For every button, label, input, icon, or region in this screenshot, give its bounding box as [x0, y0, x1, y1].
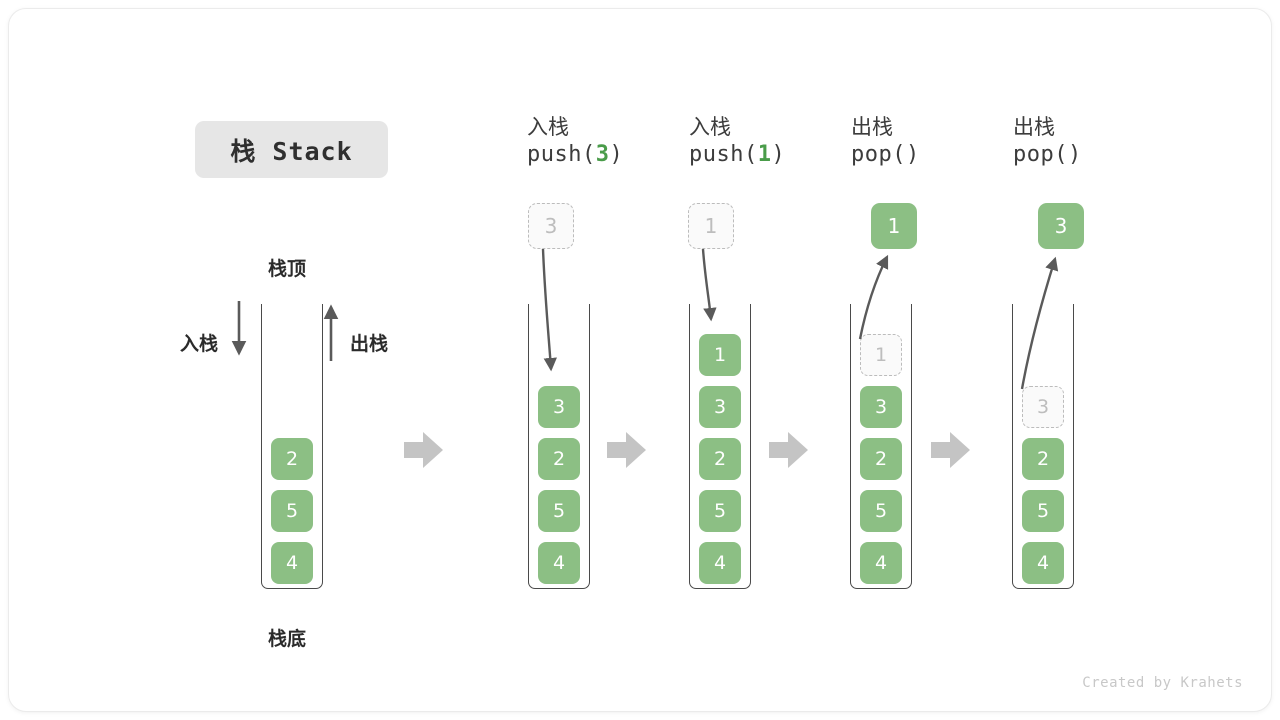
stack-items-pop-3: 3 2 5 4 — [1018, 386, 1068, 584]
attribution-footer: Created by Krahets — [1082, 675, 1243, 691]
stack-cell: 4 — [271, 542, 313, 584]
stack-cell: 2 — [860, 438, 902, 480]
removed-stack-cell: 3 — [1022, 386, 1064, 428]
stack-cell: 4 — [699, 542, 741, 584]
stack-cell: 2 — [271, 438, 313, 480]
pending-push-value: 3 — [528, 203, 574, 249]
step-caption-code: pop() — [1013, 140, 1183, 170]
stack-cell: 3 — [860, 386, 902, 428]
stack-items-push-1: 1 3 2 5 4 — [695, 334, 745, 584]
code-arg: 1 — [757, 142, 772, 167]
separator-arrow-icon — [404, 432, 443, 468]
stack-cell: 1 — [699, 334, 741, 376]
stack-cell: 2 — [1022, 438, 1064, 480]
page-title: 栈 Stack — [195, 121, 388, 178]
tube-wall — [1012, 304, 1074, 589]
diagram-card: 栈 Stack 栈顶 入栈 出栈 2 5 4 栈底 入栈 push(3) 3 3… — [8, 8, 1272, 712]
tube-wall — [689, 304, 751, 589]
stack-tube-initial: 2 5 4 — [261, 304, 323, 589]
stack-cell: 2 — [538, 438, 580, 480]
code-prefix: pop( — [1013, 142, 1068, 167]
separator-arrow-icon — [769, 432, 808, 468]
stack-items-initial: 2 5 4 — [267, 438, 317, 584]
stack-tube-pop-3: 3 2 5 4 — [1012, 304, 1074, 589]
step-caption-push-3: 入栈 push(3) — [527, 114, 697, 170]
stack-cell: 3 — [538, 386, 580, 428]
tube-wall — [850, 304, 912, 589]
code-suffix: ) — [905, 142, 920, 167]
stack-cell: 3 — [699, 386, 741, 428]
stack-top-label: 栈顶 — [268, 258, 307, 280]
code-prefix: push( — [527, 142, 596, 167]
tube-wall — [528, 304, 590, 589]
stack-cell: 4 — [1022, 542, 1064, 584]
stack-items-pop-1: 1 3 2 5 4 — [856, 334, 906, 584]
step-caption-pop-3: 出栈 pop() — [1013, 114, 1183, 170]
stack-cell: 5 — [271, 490, 313, 532]
tube-wall — [261, 304, 323, 589]
popped-value: 3 — [1038, 203, 1084, 249]
step-caption-cn: 出栈 — [1013, 115, 1055, 139]
push-direction-label: 入栈 — [180, 333, 219, 355]
step-caption-cn: 出栈 — [851, 115, 893, 139]
step-caption-cn: 入栈 — [527, 115, 569, 139]
pending-push-value: 1 — [688, 203, 734, 249]
stack-tube-push-1: 1 3 2 5 4 — [689, 304, 751, 589]
step-caption-code: push(1) — [689, 140, 859, 170]
code-prefix: pop( — [851, 142, 906, 167]
step-caption-code: pop() — [851, 140, 1021, 170]
stack-cell: 5 — [538, 490, 580, 532]
stack-cell: 5 — [860, 490, 902, 532]
separator-arrow-icon — [607, 432, 646, 468]
stack-cell: 4 — [538, 542, 580, 584]
stack-tube-push-3: 3 2 5 4 — [528, 304, 590, 589]
code-suffix: ) — [1067, 142, 1082, 167]
step-caption-cn: 入栈 — [689, 115, 731, 139]
step-caption-push-1: 入栈 push(1) — [689, 114, 859, 170]
separator-arrow-icon — [931, 432, 970, 468]
popped-value: 1 — [871, 203, 917, 249]
step-caption-code: push(3) — [527, 140, 697, 170]
code-suffix: ) — [609, 142, 624, 167]
code-prefix: push( — [689, 142, 758, 167]
stack-cell: 2 — [699, 438, 741, 480]
code-arg: 3 — [595, 142, 610, 167]
removed-stack-cell: 1 — [860, 334, 902, 376]
step-caption-pop-1: 出栈 pop() — [851, 114, 1021, 170]
stack-cell: 5 — [699, 490, 741, 532]
stack-cell: 4 — [860, 542, 902, 584]
stack-items-push-3: 3 2 5 4 — [534, 386, 584, 584]
stack-tube-pop-1: 1 3 2 5 4 — [850, 304, 912, 589]
stack-cell: 5 — [1022, 490, 1064, 532]
pop-direction-label: 出栈 — [350, 333, 389, 355]
code-suffix: ) — [771, 142, 786, 167]
stack-bottom-label: 栈底 — [268, 628, 307, 650]
